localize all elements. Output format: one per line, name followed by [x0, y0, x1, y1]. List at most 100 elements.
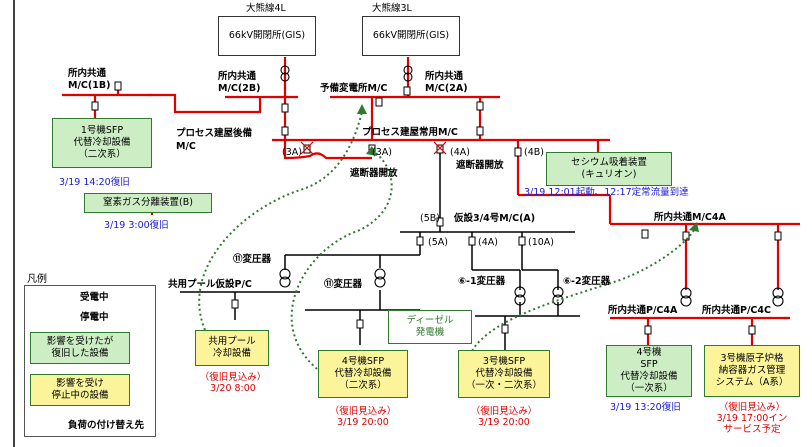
sfp4b-box: 4号機 SFP 代替冷却設備 （一次系）: [606, 345, 692, 397]
sfp3-line-2: 代替冷却設備: [475, 368, 533, 379]
sfp3-line-1: 3号機SFP: [482, 356, 526, 367]
arrowhead-sfp4: [366, 146, 377, 156]
sfp4b-status: 3/19 13:20復旧: [610, 402, 681, 413]
breaker-rear: [281, 126, 289, 136]
sfp1-line-2: 代替冷却設備: [73, 137, 131, 148]
mc-2b-label-1: 所内共通: [218, 71, 257, 82]
diesel-line-1: ディーゼル: [406, 315, 454, 326]
breaker-sfp4b: [644, 325, 652, 335]
pcv3-status-3: サービス予定: [723, 424, 781, 435]
sfp1-line-3: （二次系）: [78, 149, 126, 160]
breaker-2a: [476, 101, 484, 111]
legend-transfer: 負荷の付け替え先: [68, 420, 145, 431]
xfmr-11-upper-a: [279, 268, 291, 280]
pcv3-line-3: システム（A系）: [715, 377, 789, 388]
breaker-4a-label: (4A): [450, 147, 470, 158]
legend-affected-1: 影響を受け: [56, 378, 104, 389]
pcv3-status-1: （復旧見込み）: [718, 402, 786, 413]
transfer-pool: [198, 111, 363, 331]
sfp3-status: （復旧見込み） 3/19 20:00: [458, 406, 550, 428]
breaker-c4a-c: [774, 231, 782, 241]
legend-affected-box: 影響を受け 停止中の設備: [30, 374, 130, 406]
xfmr-3l-a: [403, 65, 413, 75]
legend-title: 凡例: [27, 274, 47, 285]
pool-pc-label: 共用プール仮設P/C: [168, 279, 252, 290]
open-marks: [300, 141, 447, 155]
breaker-4a2-label: (4A): [478, 237, 498, 248]
xfmr-6-2-b: [552, 294, 564, 306]
sfp4-status-1: （復旧見込み）: [329, 406, 397, 417]
process-rear-label-2: M/C: [176, 141, 196, 152]
okuma3l-subtitle: 66kV開閉所(GIS): [372, 30, 450, 41]
sfp3-line-3: （一次・二次系）: [465, 380, 542, 391]
open-x-4a-b: [433, 141, 447, 155]
legend-affected-2: 停止中の設備: [51, 390, 109, 401]
xfmr-c4a-right-a: [772, 287, 784, 299]
mc-2a-label-1: 所内共通: [425, 71, 464, 82]
breaker-main: [476, 126, 484, 136]
t6-2-label: ⑥-2変圧器: [563, 276, 611, 287]
xfmr-11-lower-b: [374, 276, 386, 288]
pool-line-1: 共用プール: [208, 336, 256, 347]
t11-lower-label: ⑪変圧器: [324, 279, 363, 290]
xfmr-c4a-left-a: [680, 287, 692, 299]
pool-line-2: 冷却設備: [212, 348, 251, 359]
sfp4-line-2: 代替冷却設備: [334, 368, 392, 379]
legend-powered: 受電中: [80, 292, 109, 303]
mc-1b-label-2: M/C(1B): [68, 80, 111, 91]
mc-1b-label-1: 所内共通: [68, 68, 107, 79]
legend-restored-1: 影響を受けたが: [46, 336, 114, 347]
sfp3-status-1: （復旧見込み）: [470, 406, 538, 417]
process-main-label: プロセス建屋常用M/C: [362, 127, 458, 138]
breaker-c4a-a: [641, 229, 649, 239]
transfer-arrowheads: [357, 104, 699, 232]
legend-stopped: 停電中: [80, 312, 109, 323]
breaker-2b: [281, 103, 289, 113]
breaker-4a-top: [436, 144, 444, 154]
pcv3-status-2: 3/19 17:00イン: [716, 413, 788, 424]
pool-status-1: （復旧見込み）: [199, 372, 267, 383]
sfp4-status-2: 3/19 20:00: [337, 417, 389, 428]
breaker-1b: [114, 81, 122, 91]
arrowhead-pool: [357, 104, 367, 114]
p-c4a-label: 所内共通P/C4A: [608, 305, 678, 316]
legend-restored-2: 復旧した設備: [51, 348, 109, 359]
sfp4-box: 4号機SFP 代替冷却設備 （二次系）: [318, 350, 408, 398]
breaker-yobi-b: [403, 86, 411, 96]
xfmr-6-1-b: [514, 294, 526, 306]
stopped-wiring: [180, 150, 580, 350]
okuma4l-box: 66kV開閉所(GIS): [218, 16, 316, 56]
pool-status-2: 3/20 8:00: [210, 383, 256, 394]
pcv3-line-1: 3号機原子炉格: [720, 353, 784, 364]
sfp1-line-1: 1号機SFP: [80, 125, 124, 136]
okuma3l-box: 66kV開閉所(GIS): [362, 16, 460, 56]
sfp4b-line-2: SFP: [640, 359, 658, 370]
open-x-3a-left-b: [300, 141, 314, 155]
n2-line-1: 窒素ガス分離装置(B): [103, 197, 193, 208]
breaker-10a-label: (10A): [528, 237, 554, 248]
breaker-sfp3: [501, 324, 509, 334]
p-c4c-label: 所内共通P/C4C: [702, 305, 771, 316]
breaker-sfp4: [356, 319, 364, 329]
legend-restored-box: 影響を受けたが 復旧した設備: [30, 332, 130, 364]
t11-upper-label: ⑪変圧器: [233, 254, 272, 265]
xfmr-11-lower-a: [374, 268, 386, 280]
breaker-5b: [436, 217, 444, 227]
breaker-yobi-a: [375, 97, 383, 107]
xfmr-c4a-right-b: [772, 295, 784, 307]
breaker-3a-left-label: (3A): [282, 147, 302, 158]
breaker-pool: [231, 299, 239, 309]
diesel-line-2: 発電機: [415, 327, 445, 338]
process-rear-label-1: プロセス建屋後備: [176, 128, 253, 139]
mc1b-to-2b-tie: [148, 93, 262, 114]
pool-box: 共用プール 冷却設備: [195, 330, 269, 366]
xfmr-4l-b: [280, 72, 290, 82]
pcv3-box: 3号機原子炉格 納容器ガス管理 システム（A系）: [704, 345, 800, 397]
sfp4-line-1: 4号機SFP: [341, 356, 385, 367]
xfmr-c4a-left-b: [680, 295, 692, 307]
transfer-sfp3: [467, 227, 696, 361]
breaker-5a: [416, 236, 424, 246]
cb-open-note-1: 遮断器開放: [350, 168, 398, 179]
okuma4l-subtitle: 66kV開閉所(GIS): [228, 30, 306, 41]
